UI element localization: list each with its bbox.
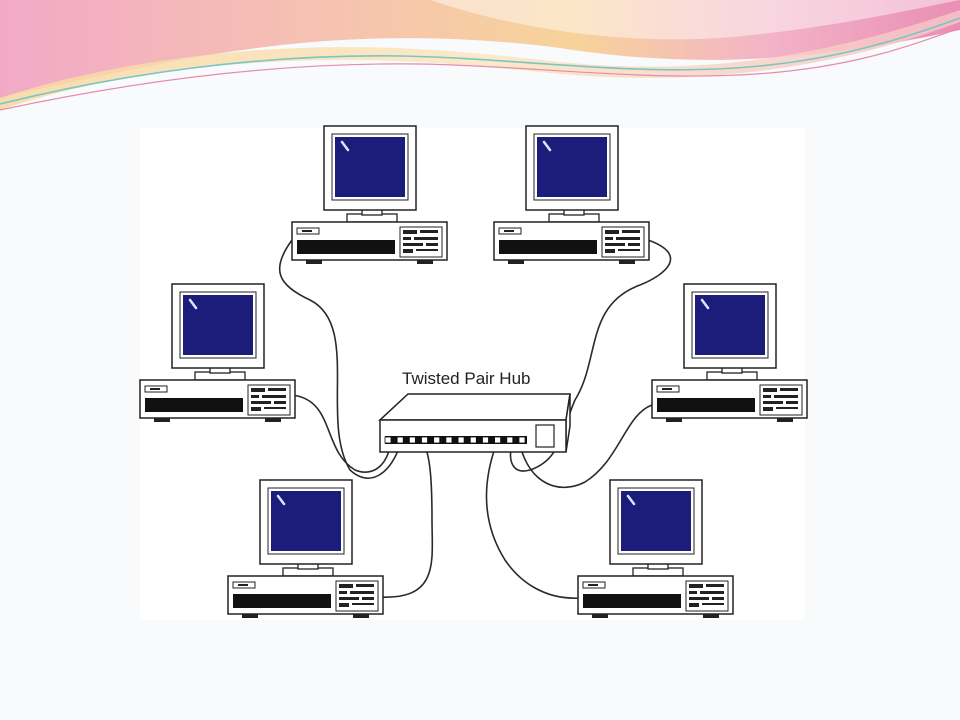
network-diagram: Twisted Pair Hub	[138, 124, 809, 620]
hub-port	[433, 436, 441, 444]
hub-port	[396, 436, 404, 444]
cable-mid-right	[519, 404, 653, 489]
hub-port	[445, 436, 453, 444]
cable-mid-left	[291, 394, 391, 473]
hub-port	[518, 436, 526, 444]
decorative-banner	[0, 0, 960, 111]
hub-ports	[384, 436, 526, 444]
hub-port	[506, 436, 514, 444]
cable-bottom-right	[485, 444, 581, 599]
cable-top-right	[509, 239, 672, 472]
cable-top-left	[278, 239, 401, 479]
hub-port	[469, 436, 477, 444]
hub-port	[408, 436, 416, 444]
cable-bottom-left	[379, 444, 434, 598]
hub-power-switch	[535, 424, 555, 448]
hub-port	[482, 436, 489, 444]
hub-port	[494, 436, 502, 444]
twisted-pair-cables	[278, 239, 672, 599]
hub-port	[384, 436, 392, 444]
twisted-pair-hub: Twisted Pair Hub	[378, 369, 571, 453]
hub-port	[421, 436, 428, 444]
hub-label: Twisted Pair Hub	[402, 369, 531, 388]
hub-port	[457, 436, 465, 444]
